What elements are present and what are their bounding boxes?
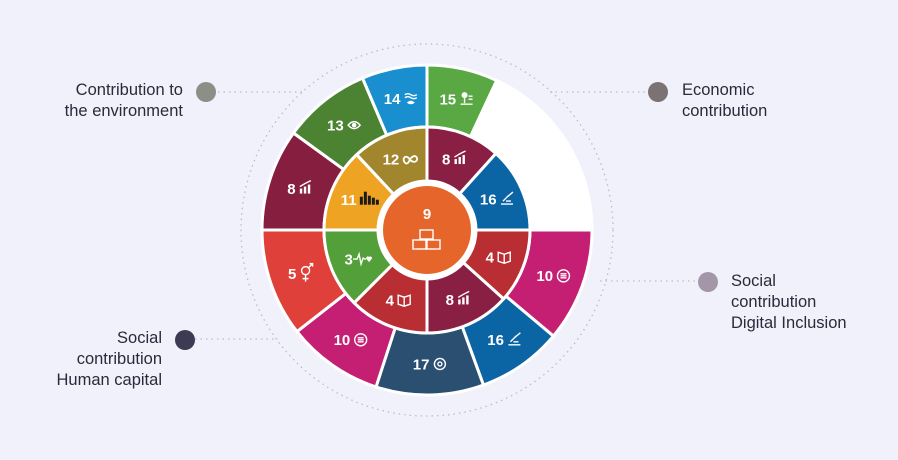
responsible-consumption-icon xyxy=(402,155,419,165)
outer-segment-number: 10 xyxy=(334,332,351,349)
digital-inclusion-label: Social contribution Digital Inclusion xyxy=(731,271,847,334)
center-number: 9 xyxy=(423,206,431,223)
environment-dot xyxy=(196,82,216,102)
environment-label: Contribution to the environment xyxy=(48,80,183,122)
dotted-boundary-circle xyxy=(240,43,614,417)
economic-label-line-2: contribution xyxy=(682,102,768,120)
digital-inclusion-dot xyxy=(698,272,718,292)
quality-education-icon xyxy=(497,251,511,264)
digital-label-line-1: Social xyxy=(731,272,776,290)
inner-segment-number: 12 xyxy=(383,152,400,169)
outer-segment-number: 13 xyxy=(327,118,344,135)
outer-segment-number: 8 xyxy=(287,181,295,198)
economic-label-line-1: Economic xyxy=(682,81,755,99)
blocks-icon xyxy=(412,229,441,250)
outer-segment-number: 17 xyxy=(413,356,430,373)
inner-segment-number: 3 xyxy=(345,251,353,268)
peace-justice-icon xyxy=(500,191,514,205)
sustainable-cities-icon xyxy=(359,191,379,205)
connector-lines xyxy=(195,43,698,417)
outer-segment-number: 16 xyxy=(487,332,504,349)
life-on-land-icon xyxy=(460,92,473,105)
inner-segment-number: 11 xyxy=(341,192,357,209)
inner-segment-number: 4 xyxy=(386,293,395,310)
human-label-line-2: contribution xyxy=(76,350,162,368)
outer-ring: 15 10 16 17 10 5 8 13 14 xyxy=(260,63,594,397)
economic-label: Economic contribution xyxy=(682,80,767,122)
human-capital-dot xyxy=(175,330,195,350)
outer-segment-number: 14 xyxy=(384,91,401,108)
digital-label-line-3: Digital Inclusion xyxy=(731,314,847,332)
outer-segment-number: 10 xyxy=(536,268,553,285)
economic-growth-icon xyxy=(454,150,466,165)
environment-label-line-1: Contribution to xyxy=(75,81,183,99)
partnerships-icon xyxy=(433,357,447,371)
quality-education-icon xyxy=(397,294,411,307)
outer-segment-number: 15 xyxy=(439,92,456,109)
life-below-water-icon xyxy=(404,92,418,105)
gender-equality-icon xyxy=(300,262,314,282)
inner-segment-number: 16 xyxy=(480,191,497,208)
digital-label-line-2: contribution xyxy=(731,293,817,311)
center-hub: 9 xyxy=(378,181,476,279)
human-label-line-1: Social xyxy=(117,329,162,347)
inner-segment-number: 8 xyxy=(442,151,450,168)
human-label-line-3: Human capital xyxy=(56,371,162,389)
economic-growth-icon xyxy=(457,290,470,305)
environment-label-line-2: the environment xyxy=(64,102,183,120)
outer-segment-number: 5 xyxy=(288,266,296,283)
reduced-inequalities-icon xyxy=(353,333,368,347)
peace-justice-icon xyxy=(508,332,521,346)
inner-ring: 8 16 4 8 4 3 11 12 xyxy=(322,125,532,335)
reduced-inequalities-icon xyxy=(556,269,571,283)
inner-segment-number: 8 xyxy=(446,292,454,309)
inner-segment-number: 4 xyxy=(486,250,495,267)
climate-action-icon xyxy=(347,120,362,130)
economic-growth-icon xyxy=(299,179,312,194)
human-capital-label: Social contribution Human capital xyxy=(30,328,162,391)
economic-dot xyxy=(648,82,668,102)
good-health-icon xyxy=(353,251,372,267)
